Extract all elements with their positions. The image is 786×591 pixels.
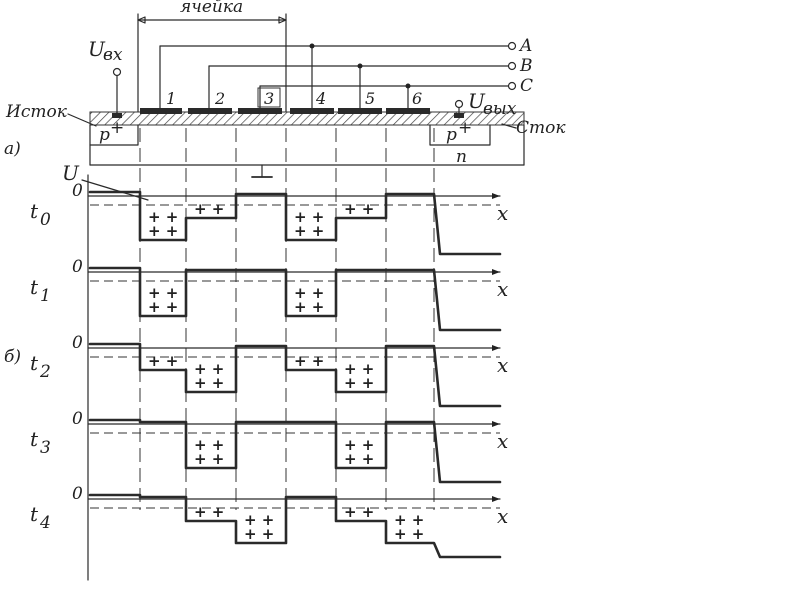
zero-label-1: 0 (72, 257, 83, 277)
svg-text:+ +: + + (194, 374, 224, 392)
charge-3-4: + + (344, 436, 374, 454)
charge-1-0: + + (148, 284, 178, 302)
time-label-2: t (30, 351, 39, 375)
electrode-number-3: 3 (264, 89, 274, 108)
terminal-a[interactable] (507, 41, 517, 51)
drain-label: Сток (516, 118, 566, 138)
terminal-b[interactable] (507, 61, 517, 71)
x-axis-label-3: x (497, 429, 508, 453)
zero-label-4: 0 (72, 484, 83, 504)
u-out-terminal[interactable] (454, 99, 464, 109)
svg-text:вых: вых (483, 99, 517, 119)
charge-2-1: + + (194, 360, 224, 378)
u-out-label: U (468, 89, 486, 113)
svg-text:+ +: + + (294, 298, 324, 316)
electrode-2 (188, 108, 232, 114)
zero-label-0: 0 (72, 181, 83, 201)
electrode-number-4: 4 (315, 89, 326, 108)
electrode-6 (386, 108, 430, 114)
electrode-1 (140, 108, 182, 114)
phase-c-label: C (520, 76, 533, 96)
time-label-1: t (30, 275, 39, 299)
charge-2-4: + + (344, 360, 374, 378)
charge-1-3: + + (294, 284, 324, 302)
charge-3-1: + + (194, 436, 224, 454)
svg-text:+ +: + + (194, 450, 224, 468)
p-plus-source: p (99, 125, 110, 145)
charge-0-1: + + (194, 200, 224, 218)
electrode-number-1: 1 (166, 89, 176, 108)
terminal-c[interactable] (507, 81, 517, 91)
part-b-label: б) (4, 347, 21, 367)
svg-text:2: 2 (39, 362, 51, 382)
source-label: Исток (5, 102, 68, 122)
time-label-3: t (30, 427, 39, 451)
svg-text:3: 3 (40, 438, 51, 458)
zero-label-2: 0 (72, 333, 83, 353)
svg-text:+ +: + + (344, 374, 374, 392)
phase-a-label: A (518, 36, 532, 56)
charge-0-4: + + (344, 200, 374, 218)
alignment-lines (139, 128, 435, 510)
electrode-5 (338, 108, 382, 114)
charge-4-2: + + (244, 511, 274, 529)
x-axis-label-1: x (497, 277, 508, 301)
svg-text:+ +: + + (394, 525, 424, 543)
time-label-0: t (30, 199, 39, 223)
part-a-label: а) (4, 139, 21, 159)
substrate-n-label: n (456, 147, 467, 167)
svg-text:+: + (110, 118, 124, 138)
cell-label: ячейка (180, 0, 243, 17)
svg-text:+ +: + + (244, 525, 274, 543)
charge-4-5: + + (394, 511, 424, 529)
charge-4-4: + + (344, 503, 374, 521)
phase-b-label: B (519, 56, 533, 76)
x-axis-label-4: x (497, 504, 508, 528)
electrode-3 (238, 108, 282, 114)
time-label-4: t (30, 502, 39, 526)
svg-text:0: 0 (40, 210, 51, 230)
p-plus-drain: p (446, 125, 457, 145)
potential-label: U (62, 161, 80, 185)
electrode-number-2: 2 (214, 89, 225, 108)
charge-2-0: + + (148, 352, 178, 370)
x-axis-label-0: x (497, 201, 508, 225)
phase-buses: A B C (159, 36, 533, 113)
svg-text:+ +: + + (344, 450, 374, 468)
x-axis-label-2: x (497, 353, 508, 377)
electrode-4 (290, 108, 334, 114)
electrode-number-5: 5 (365, 89, 375, 108)
u-in-label: U (88, 37, 106, 61)
cell-bracket: ячейка (137, 0, 287, 121)
svg-text:+: + (458, 118, 472, 138)
svg-text:4: 4 (39, 513, 51, 533)
charge-0-3: + + (294, 208, 324, 226)
svg-text:+ +: + + (294, 222, 324, 240)
charge-4-1: + + (194, 503, 224, 521)
charge-0-0: + + (148, 208, 178, 226)
zero-label-3: 0 (72, 409, 83, 429)
electrode-number-6: 6 (412, 89, 422, 108)
svg-text:вх: вх (103, 45, 123, 65)
svg-text:1: 1 (40, 286, 51, 306)
svg-text:+ +: + + (148, 298, 178, 316)
device-cross-section: 1 2 3 4 5 6 p + p + n U вх U вых (4, 37, 566, 367)
charge-2-3: + + (294, 352, 324, 370)
u-in-terminal[interactable] (112, 67, 122, 77)
svg-text:+ +: + + (148, 222, 178, 240)
